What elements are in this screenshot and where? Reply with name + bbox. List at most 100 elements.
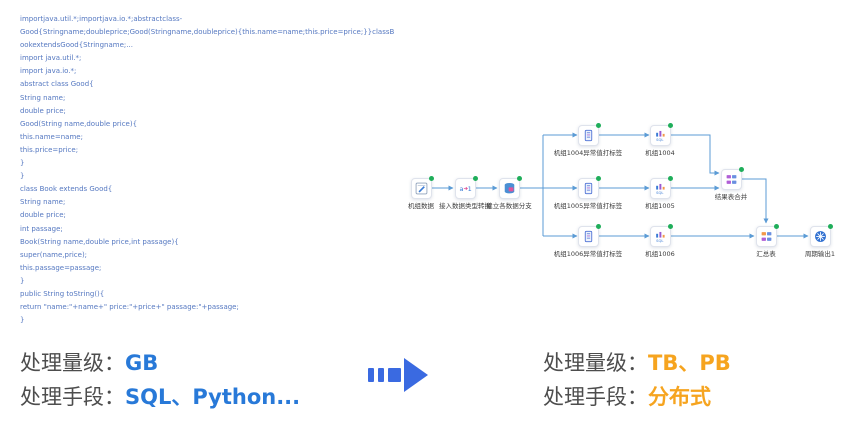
status-dot bbox=[773, 223, 779, 229]
after-scale-value: TB、PB bbox=[648, 351, 731, 375]
svg-text:1: 1 bbox=[467, 185, 471, 193]
status-dot bbox=[472, 175, 478, 181]
flow-node-label: 机组1004异常值打标签 bbox=[553, 148, 623, 157]
code-line: return "name:"+name+" price:"+price+" pa… bbox=[20, 303, 239, 312]
status-dot bbox=[667, 223, 673, 229]
after-method-label: 处理手段： bbox=[543, 385, 648, 409]
svg-text:SQL: SQL bbox=[656, 137, 664, 141]
tag-label-icon bbox=[582, 230, 595, 243]
after-method-value: 分布式 bbox=[648, 385, 711, 409]
flow-node-label: 机组1006 bbox=[645, 249, 675, 258]
code-line: import java.io.*; bbox=[20, 67, 77, 76]
after-panel: 处理量级：TB、PB 处理手段：分布式 bbox=[543, 346, 731, 414]
code-line: } bbox=[20, 172, 25, 181]
flow-node-label: 建立各数据分支 bbox=[486, 201, 532, 210]
flow-node-label: 机组1006异常值打标签 bbox=[553, 249, 623, 258]
flow-node-label: 汇总表 bbox=[756, 249, 776, 258]
before-method-value: SQL、Python... bbox=[125, 385, 301, 409]
code-line: double price; bbox=[20, 106, 66, 115]
code-line: ookextendsGood{Stringname;... bbox=[20, 41, 133, 50]
after-method-row: 处理手段：分布式 bbox=[543, 380, 731, 414]
svg-text:SQL: SQL bbox=[656, 190, 664, 194]
status-dot bbox=[516, 175, 522, 181]
status-dot bbox=[595, 223, 601, 229]
code-line: this.name=name; bbox=[20, 132, 83, 141]
code-line: } bbox=[20, 276, 25, 285]
flow-node-label: 机组1005异常值打标签 bbox=[553, 201, 623, 210]
code-line: super(name,price); bbox=[20, 250, 88, 259]
flow-node-branch-build[interactable]: 建立各数据分支 bbox=[486, 175, 532, 210]
flow-node-sql-1006[interactable]: SQL 机组1006 bbox=[645, 223, 675, 258]
code-line: Book(String name,double price,int passag… bbox=[20, 237, 179, 246]
before-panel: 处理量级：GB 处理手段：SQL、Python... bbox=[20, 346, 300, 414]
status-dot bbox=[667, 122, 673, 128]
status-dot bbox=[595, 175, 601, 181]
sql-icon: SQL bbox=[654, 182, 667, 195]
sql-icon: SQL bbox=[654, 230, 667, 243]
flow-node-tag-1004[interactable]: 机组1004异常值打标签 bbox=[554, 122, 622, 157]
transform-arrow-icon bbox=[368, 358, 428, 392]
flow-node-sql-1005[interactable]: SQL 机组1005 bbox=[645, 175, 675, 210]
output-icon bbox=[814, 230, 827, 243]
sql-icon: SQL bbox=[654, 129, 667, 142]
code-line: Good{Stringname;doubleprice;Good(Stringn… bbox=[20, 28, 395, 37]
code-line: public String toString(){ bbox=[20, 289, 105, 298]
flow-node-unit-data[interactable]: 机组数据 bbox=[408, 175, 434, 210]
branch-db-icon bbox=[503, 182, 516, 195]
code-line: int passage; bbox=[20, 224, 63, 233]
code-line: class Book extends Good{ bbox=[20, 185, 113, 194]
arrow-bar bbox=[388, 368, 401, 382]
code-line: this.passage=passage; bbox=[20, 263, 102, 272]
code-line: String name; bbox=[20, 198, 66, 207]
flow-node-final-output[interactable]: 周期输出1 bbox=[805, 223, 835, 258]
before-scale-label: 处理量级： bbox=[20, 351, 125, 375]
merge-table-icon bbox=[725, 173, 738, 186]
flow-node-label: 接入数据类型转换 bbox=[439, 201, 491, 210]
flow-node-sql-1004[interactable]: SQL 机组1004 bbox=[645, 122, 675, 157]
before-method-row: 处理手段：SQL、Python... bbox=[20, 380, 300, 414]
flow-connector bbox=[742, 178, 769, 224]
arrow-bar bbox=[378, 368, 384, 382]
status-dot bbox=[595, 122, 601, 128]
sum-table-icon bbox=[760, 230, 773, 243]
before-scale-row: 处理量级：GB bbox=[20, 346, 300, 380]
code-line: String name; bbox=[20, 93, 66, 102]
flow-node-label: 机组1004 bbox=[645, 148, 675, 157]
status-dot bbox=[428, 175, 434, 181]
flow-node-tag-1006[interactable]: 机组1006异常值打标签 bbox=[554, 223, 622, 258]
code-line: importjava.util.*;importjava.io.*;abstra… bbox=[20, 15, 183, 23]
flow-node-summary-table[interactable]: 汇总表 bbox=[755, 223, 779, 258]
arrow-head bbox=[404, 358, 428, 392]
data-form-icon bbox=[415, 182, 428, 195]
flow-node-label: 周期输出1 bbox=[804, 249, 836, 258]
flow-node-label: 机组1005 bbox=[645, 201, 675, 210]
flow-node-label: 机组数据 bbox=[408, 201, 434, 210]
code-panel: importjava.util.*;importjava.io.*;abstra… bbox=[20, 13, 395, 327]
arrow-bar bbox=[368, 368, 374, 382]
code-line: import java.util.*; bbox=[20, 54, 82, 63]
code-line: double price; bbox=[20, 211, 66, 220]
status-dot bbox=[827, 223, 833, 229]
tag-label-icon bbox=[582, 182, 595, 195]
status-dot bbox=[738, 166, 744, 172]
tag-label-icon bbox=[582, 129, 595, 142]
code-line: } bbox=[20, 159, 25, 168]
svg-text:a: a bbox=[459, 185, 463, 193]
flow-node-result-merge[interactable]: 结果表合并 bbox=[715, 166, 747, 201]
code-line: this.price=price; bbox=[20, 145, 79, 154]
code-line: Good(String name,double price){ bbox=[20, 119, 138, 128]
before-method-label: 处理手段： bbox=[20, 385, 125, 409]
before-scale-value: GB bbox=[125, 351, 159, 375]
code-line: } bbox=[20, 316, 25, 325]
status-dot bbox=[667, 175, 673, 181]
after-scale-label: 处理量级： bbox=[543, 351, 648, 375]
after-scale-row: 处理量级：TB、PB bbox=[543, 346, 731, 380]
code-line: abstract class Good{ bbox=[20, 80, 94, 89]
svg-text:SQL: SQL bbox=[656, 238, 664, 242]
flow-node-label: 结果表合并 bbox=[714, 192, 748, 201]
flow-node-tag-1005[interactable]: 机组1005异常值打标签 bbox=[554, 175, 622, 210]
flow-connector bbox=[671, 134, 720, 176]
